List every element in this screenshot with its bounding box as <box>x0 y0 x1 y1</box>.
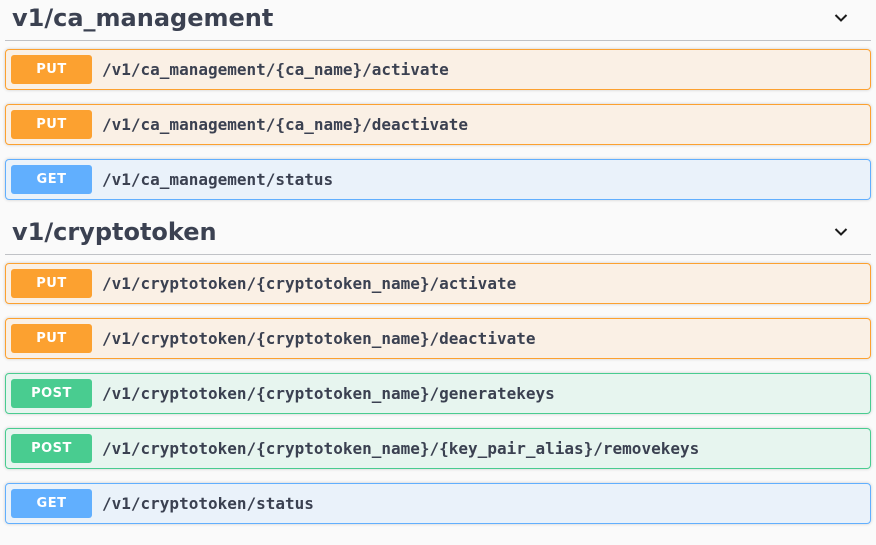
api-sections: v1/ca_management PUT /v1/ca_management/{… <box>5 0 871 524</box>
operation-summary[interactable]: POST /v1/cryptotoken/{cryptotoken_name}/… <box>6 374 870 413</box>
operation-row: PUT /v1/ca_management/{ca_name}/activate <box>5 49 871 90</box>
api-section: v1/cryptotoken PUT /v1/cryptotoken/{cryp… <box>5 214 871 524</box>
endpoint-path: /v1/cryptotoken/{cryptotoken_name}/deact… <box>102 329 536 348</box>
endpoint-path: /v1/ca_management/{ca_name}/activate <box>102 60 449 79</box>
operation-summary[interactable]: PUT /v1/ca_management/{ca_name}/deactiva… <box>6 105 870 144</box>
operation-row: PUT /v1/ca_management/{ca_name}/deactiva… <box>5 104 871 145</box>
collapse-section-button[interactable] <box>831 8 851 28</box>
operation-summary[interactable]: PUT /v1/ca_management/{ca_name}/activate <box>6 50 870 89</box>
operation-summary[interactable]: PUT /v1/cryptotoken/{cryptotoken_name}/a… <box>6 264 870 303</box>
http-method-badge: PUT <box>11 324 92 353</box>
section-header[interactable]: v1/ca_management <box>5 0 871 41</box>
chevron-down-icon <box>831 222 851 242</box>
endpoint-path: /v1/cryptotoken/{cryptotoken_name}/gener… <box>102 384 555 403</box>
http-method-badge: POST <box>11 434 92 463</box>
section-header[interactable]: v1/cryptotoken <box>5 214 871 255</box>
endpoint-path: /v1/cryptotoken/status <box>102 494 314 513</box>
http-method-badge: PUT <box>11 55 92 84</box>
http-method-badge: POST <box>11 379 92 408</box>
http-method-badge: GET <box>11 489 92 518</box>
operation-summary[interactable]: PUT /v1/cryptotoken/{cryptotoken_name}/d… <box>6 319 870 358</box>
operations-list: PUT /v1/cryptotoken/{cryptotoken_name}/a… <box>5 255 871 524</box>
http-method-badge: GET <box>11 165 92 194</box>
operation-row: GET /v1/ca_management/status <box>5 159 871 200</box>
chevron-down-icon <box>831 8 851 28</box>
endpoint-path: /v1/cryptotoken/{cryptotoken_name}/activ… <box>102 274 517 293</box>
http-method-badge: PUT <box>11 269 92 298</box>
api-section: v1/ca_management PUT /v1/ca_management/{… <box>5 0 871 200</box>
http-method-badge: PUT <box>11 110 92 139</box>
endpoint-path: /v1/ca_management/status <box>102 170 334 189</box>
collapse-section-button[interactable] <box>831 222 851 242</box>
operations-list: PUT /v1/ca_management/{ca_name}/activate… <box>5 41 871 200</box>
section-title: v1/ca_management <box>12 4 274 32</box>
operation-summary[interactable]: GET /v1/cryptotoken/status <box>6 484 870 523</box>
operation-row: PUT /v1/cryptotoken/{cryptotoken_name}/d… <box>5 318 871 359</box>
operation-row: POST /v1/cryptotoken/{cryptotoken_name}/… <box>5 428 871 469</box>
operation-row: POST /v1/cryptotoken/{cryptotoken_name}/… <box>5 373 871 414</box>
endpoint-path: /v1/cryptotoken/{cryptotoken_name}/{key_… <box>102 439 700 458</box>
operation-summary[interactable]: POST /v1/cryptotoken/{cryptotoken_name}/… <box>6 429 870 468</box>
endpoint-path: /v1/ca_management/{ca_name}/deactivate <box>102 115 469 134</box>
operation-row: GET /v1/cryptotoken/status <box>5 483 871 524</box>
operation-summary[interactable]: GET /v1/ca_management/status <box>6 160 870 199</box>
section-title: v1/cryptotoken <box>12 218 217 246</box>
operation-row: PUT /v1/cryptotoken/{cryptotoken_name}/a… <box>5 263 871 304</box>
